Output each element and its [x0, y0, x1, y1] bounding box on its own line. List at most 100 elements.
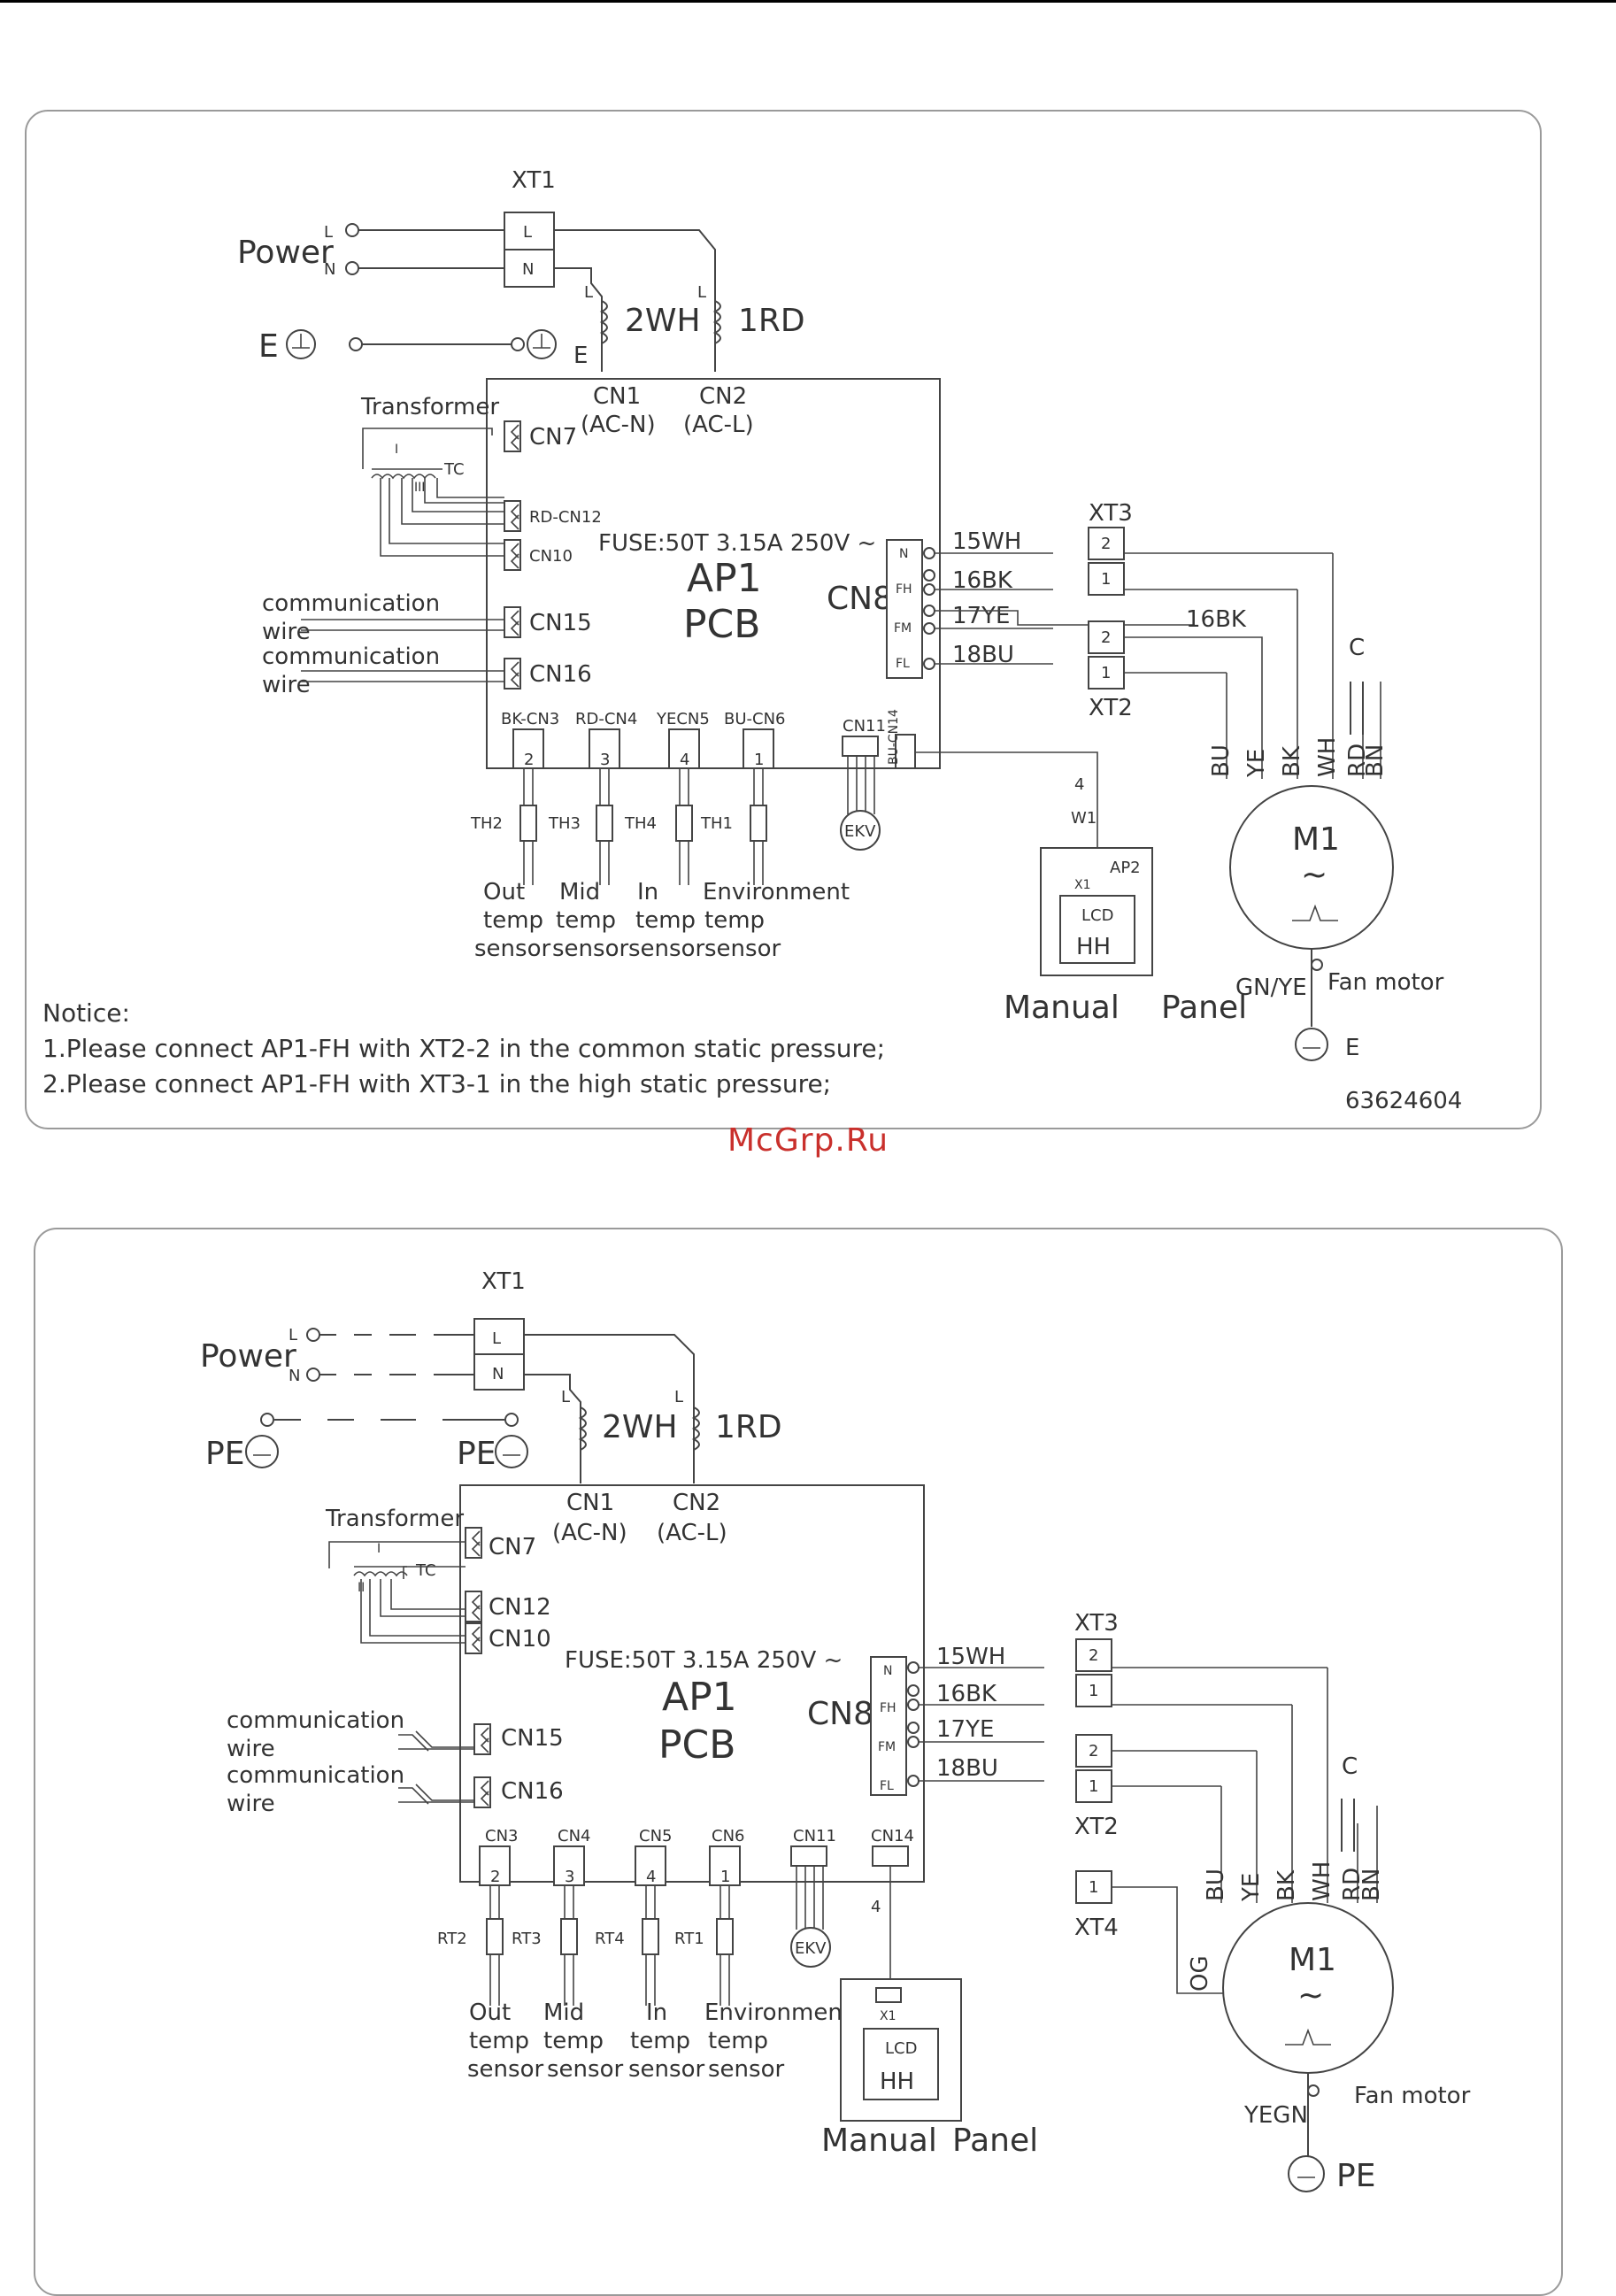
sensor-desc-mid-1: Mid — [559, 879, 600, 905]
ap1-pcb-board — [486, 378, 941, 769]
xt3-pin-1: 1 — [1101, 570, 1111, 589]
comm-wire-1b: wire — [262, 619, 311, 645]
cn8-label-2: CN8 — [807, 1696, 873, 1732]
comm-wire-1b-2: wire — [227, 1736, 275, 1762]
xt4-label: XT4 — [1074, 1915, 1119, 1941]
cn2-sub-label: (AC-L) — [683, 412, 754, 438]
x1-label: X1 — [1074, 878, 1091, 892]
pe-terminal-label: PE — [457, 1436, 496, 1472]
fan-motor-label: Fan motor — [1327, 969, 1444, 996]
sensor-desc-in-3-2: sensor — [628, 2056, 704, 2083]
rt1-label: RT1 — [674, 1930, 704, 1948]
capacitor-label: C — [1349, 635, 1365, 661]
sensor-desc-in-2: temp — [635, 907, 696, 934]
motor-wire-bu: BU — [1208, 744, 1235, 777]
sensor-pin-3: 3 — [600, 751, 610, 769]
xt1-n-label-2: N — [492, 1365, 504, 1383]
cn10-label: CN10 — [529, 547, 573, 566]
ap1-label: AP1 — [687, 556, 762, 601]
sensor-pin-3-2: 3 — [565, 1868, 574, 1886]
panel-label-2: Panel — [952, 2123, 1038, 2159]
wire-1rd-l: L — [697, 283, 706, 302]
wire-1rd-label: 1RD — [738, 303, 805, 339]
cn11-connector-2 — [790, 1845, 827, 1867]
motor-wire-bk-2: BK — [1274, 1869, 1300, 1901]
motor-pe-icon — [1288, 2155, 1325, 2192]
sensor-conn-cn4-2: CN4 — [558, 1827, 591, 1845]
cn7-label: CN7 — [529, 424, 577, 451]
lcd-display — [1059, 895, 1135, 964]
sensor-conn-cn5-2: CN5 — [639, 1827, 673, 1845]
lcd-display-2 — [863, 2028, 939, 2100]
comm-wire-2b: wire — [262, 672, 311, 698]
sensor-pin-4-2: 4 — [646, 1868, 656, 1886]
cable-4-label: 4 — [1074, 775, 1084, 794]
wire-2wh-l-2: L — [561, 1388, 570, 1406]
motor-wire-wh-2: WH — [1309, 1861, 1335, 1901]
rt3-sensor — [560, 1918, 578, 1955]
trans-III-label: III — [414, 481, 425, 495]
sensor-pin-4: 4 — [680, 751, 689, 769]
yegn-label: YEGN — [1243, 2102, 1308, 2129]
power-n-terminal — [345, 261, 359, 275]
sensor-conn-cn6-2: CN6 — [712, 1827, 745, 1845]
w1-label: W1 — [1071, 809, 1097, 828]
th1-label: TH1 — [700, 814, 733, 833]
panel-label: Panel — [1161, 990, 1247, 1026]
pe-earth-icon — [245, 1435, 279, 1468]
xt3-terminal-1-2 — [1075, 1674, 1112, 1707]
cn15-connector: CN15 — [504, 606, 592, 638]
motor-wire-ye: YE — [1243, 749, 1270, 778]
cn8-pin-fh-2: FH — [880, 1701, 896, 1715]
ekv-label: EKV — [844, 822, 876, 841]
motor-wire-bu-2: BU — [1203, 1868, 1229, 1901]
xt3-terminal-2-2 — [1075, 1638, 1112, 1672]
cn10-label-2: CN10 — [489, 1626, 551, 1653]
comm-wire-1a: communication — [262, 590, 440, 617]
cn8-pin-n: N — [899, 547, 908, 561]
motor-wire-bn-2: BN — [1358, 1868, 1385, 1901]
cn16-label: CN16 — [529, 661, 592, 688]
xt4-terminal-1 — [1075, 1870, 1112, 1904]
th1-sensor — [750, 805, 767, 842]
wire-16bk-2: 16BK — [936, 1681, 997, 1707]
diagram-1: XT1 L N Power L N E E L L 2WH 1RD CN1 ( — [42, 167, 1462, 1114]
sensor-desc-in-2-2: temp — [630, 2028, 690, 2054]
cn15-label: CN15 — [529, 610, 592, 636]
xt3-pin-1-2: 1 — [1089, 1682, 1098, 1700]
manual-label-2: Manual — [821, 2123, 937, 2159]
cn15-connector-2: CN15 — [473, 1723, 564, 1755]
notice-title: Notice: — [42, 998, 130, 1028]
th2-sensor — [519, 805, 537, 842]
sensor-desc-out-1-2: Out — [469, 1999, 511, 2026]
power-label: Power — [237, 235, 334, 271]
fan-motor-label-2: Fan motor — [1354, 2083, 1471, 2109]
cn12-connector-2: CN12 — [465, 1591, 551, 1622]
cn11-connector — [842, 736, 879, 757]
sensor-conn-cn6: BU-CN6 — [724, 710, 786, 728]
sensor-desc-in-3: sensor — [628, 936, 704, 962]
wire-18bu-2: 18BU — [936, 1755, 998, 1782]
sensor-desc-out-1: Out — [483, 879, 525, 905]
pcb-label-2: PCB — [658, 1722, 735, 1768]
cn16-connector-2: CN16 — [473, 1776, 564, 1808]
tc-label: TC — [443, 460, 465, 479]
cn7-connector: CN7 — [504, 420, 577, 452]
cn10-connector-2: CN10 — [465, 1622, 551, 1654]
sensor-desc-env-3-2: sensor — [708, 2056, 784, 2083]
motor-earth-label: E — [1345, 1035, 1359, 1061]
sensor-conn-cn3: BK-CN3 — [501, 710, 559, 728]
cn8-pin-fl: FL — [896, 657, 910, 671]
cn10-connector: CN10 — [504, 539, 573, 571]
xt2-label-2: XT2 — [1074, 1814, 1119, 1840]
cn16-label-2: CN16 — [501, 1778, 564, 1805]
m1-label: M1 — [1292, 821, 1340, 858]
cn14-connector — [895, 734, 916, 769]
th4-label: TH4 — [624, 814, 657, 833]
wire-15wh: 15WH — [952, 528, 1021, 555]
xt1-terminal-l — [504, 212, 555, 250]
ekv-valve-2 — [790, 1927, 831, 1968]
rt2-sensor — [486, 1918, 504, 1955]
power-l-2: L — [289, 1326, 297, 1344]
fuse-label: FUSE:50T 3.15A 250V ~ — [598, 530, 876, 557]
